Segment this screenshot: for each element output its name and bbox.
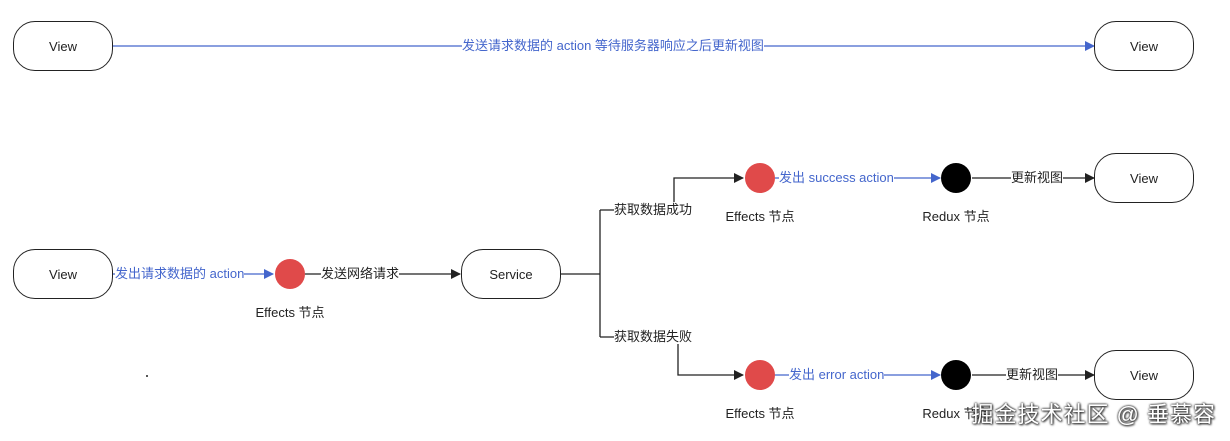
view-node-success: View	[1094, 153, 1194, 203]
effects-success-caption: Effects 节点	[725, 209, 795, 224]
fetch-success-label: 获取数据成功	[614, 202, 693, 217]
watermark: 掘金技术社区 @ 垂慕容	[971, 402, 1216, 427]
dispatch-request-label: 发出请求数据的 action	[115, 266, 245, 281]
view-node-error: View	[1094, 350, 1194, 400]
view-node-top-left: View	[13, 21, 113, 71]
view-node-mid-left: View	[13, 249, 113, 299]
redux-node-error	[941, 360, 971, 390]
fetch-fail-label: 获取数据失败	[614, 329, 693, 344]
network-request-label: 发送网络请求	[321, 266, 400, 281]
stray-dot	[146, 375, 148, 377]
redux-error-caption: Redux 节点	[922, 406, 990, 421]
update-view-error-label: 更新视图	[1006, 367, 1059, 382]
effects-node-success	[745, 163, 775, 193]
update-view-success-label: 更新视图	[1011, 170, 1064, 185]
dispatch-error-label: 发出 error action	[789, 367, 885, 382]
redux-success-caption: Redux 节点	[922, 209, 990, 224]
redux-node-success	[941, 163, 971, 193]
view-node-top-right: View	[1094, 21, 1194, 71]
effects-node-error	[745, 360, 775, 390]
top-flow-label: 发送请求数据的 action 等待服务器响应之后更新视图	[462, 38, 764, 53]
effects-error-caption: Effects 节点	[725, 406, 795, 421]
dispatch-success-label: 发出 success action	[779, 170, 894, 185]
effects-main-caption: Effects 节点	[255, 305, 325, 320]
service-node: Service	[461, 249, 561, 299]
effects-node-main	[275, 259, 305, 289]
